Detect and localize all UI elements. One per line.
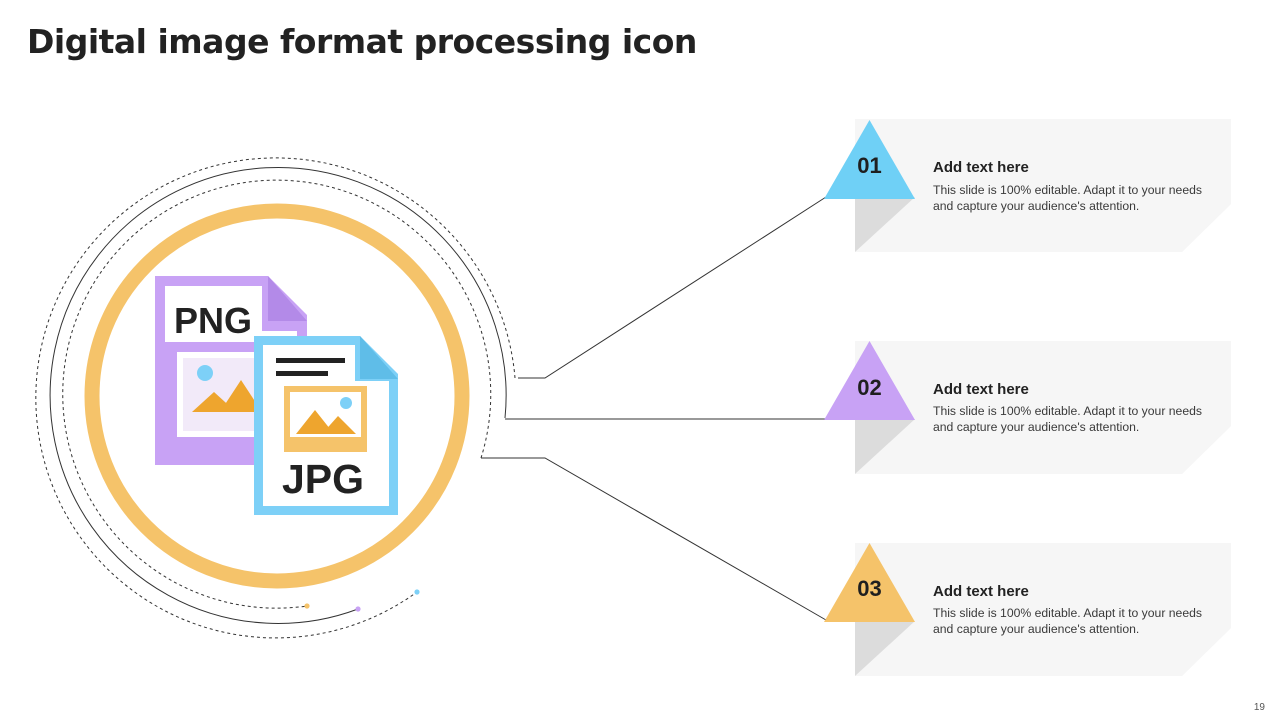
item-card-02 <box>855 341 1231 474</box>
card-shadow <box>855 419 915 474</box>
page-number: 19 <box>1253 702 1265 713</box>
item-card-03 <box>855 543 1231 676</box>
item-title-01: Add text here <box>933 159 1029 176</box>
item-card-01 <box>855 119 1231 252</box>
item-number-02: 02 <box>857 375 882 400</box>
outer-dashed-arc <box>35 157 516 639</box>
card-shadow <box>855 621 915 676</box>
connector-line-01 <box>518 196 827 379</box>
item-title-03: Add text here <box>933 583 1029 600</box>
slide-title: Digital image format processing icon <box>27 22 697 61</box>
middle-solid-arc <box>49 166 507 624</box>
arc-dot-orange <box>304 603 310 609</box>
arc-dot-purple <box>355 606 361 612</box>
card-shadow <box>855 197 915 252</box>
item-body-01: This slide is 100% editable. Adapt it to… <box>933 183 1202 213</box>
item-title-02: Add text here <box>933 381 1029 398</box>
jpg-label: JPG <box>282 456 364 502</box>
item-body-03: This slide is 100% editable. Adapt it to… <box>933 606 1202 636</box>
item-number-01: 01 <box>857 153 882 178</box>
jpg-file-icon <box>254 336 398 515</box>
arc-dot-blue <box>414 589 420 595</box>
item-number-03: 03 <box>857 576 882 601</box>
item-body-02: This slide is 100% editable. Adapt it to… <box>933 404 1202 434</box>
inner-dashed-arc <box>62 179 492 609</box>
png-label: PNG <box>174 300 252 341</box>
connector-line-03 <box>481 457 827 621</box>
